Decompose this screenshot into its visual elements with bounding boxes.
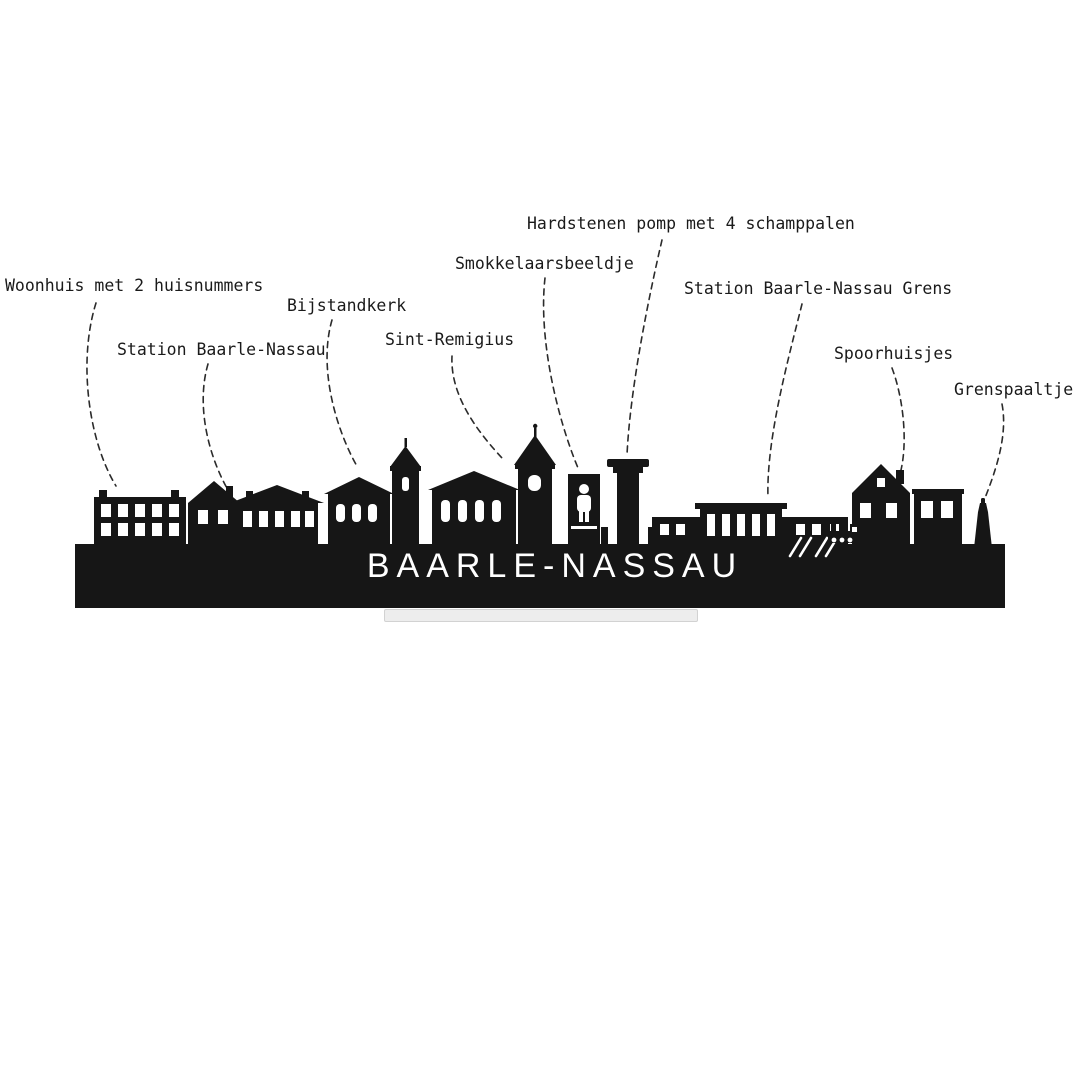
hardstenen-pomp: [601, 459, 655, 544]
connector-hardstenen-pomp: [626, 239, 663, 456]
display-stand: [384, 609, 698, 622]
station-grens-building: [652, 503, 848, 548]
label-woonhuis: Woonhuis met 2 huisnummers: [5, 276, 264, 295]
connector-grenspaaltje: [984, 403, 1005, 499]
connector-station-grens: [767, 303, 803, 499]
skyline-base: [75, 544, 1005, 608]
label-sint-remigius: Sint-Remigius: [385, 330, 515, 349]
gabled-house: [188, 481, 240, 548]
connector-sint-remigius: [451, 355, 503, 459]
label-hardstenen-pomp: Hardstenen pomp met 4 schamppalen: [527, 214, 855, 233]
connector-bijstandkerk: [326, 319, 359, 469]
skyline-city-title: BAARLE-NASSAU: [366, 547, 744, 585]
connector-smokkelaarsbeeldje: [542, 277, 579, 469]
connector-spoorhuisjes: [891, 367, 905, 475]
label-station-baarle-nassau: Station Baarle-Nassau: [117, 340, 326, 359]
bijstandkerk-building: [324, 438, 421, 548]
woonhuis-building: [94, 490, 186, 547]
connector-station-baarle-nassau: [202, 363, 229, 491]
grenspaaltje-post: [974, 498, 992, 548]
sint-remigius-building: [428, 423, 556, 548]
label-spoorhuisjes: Spoorhuisjes: [834, 344, 954, 363]
smokkelaarsbeeldje-statue: [568, 474, 600, 548]
locomotive-silhouette: [828, 524, 859, 543]
station-baarle-nassau-building: [230, 485, 324, 548]
label-smokkelaarsbeeldje: Smokkelaarsbeeldje: [455, 254, 634, 273]
label-station-grens: Station Baarle-Nassau Grens: [684, 279, 953, 298]
connector-woonhuis: [86, 302, 117, 487]
label-bijstandkerk: Bijstandkerk: [287, 296, 407, 315]
spoorhuisjes-buildings: [852, 464, 964, 548]
label-grenspaaltje: Grenspaaltje: [954, 380, 1074, 399]
